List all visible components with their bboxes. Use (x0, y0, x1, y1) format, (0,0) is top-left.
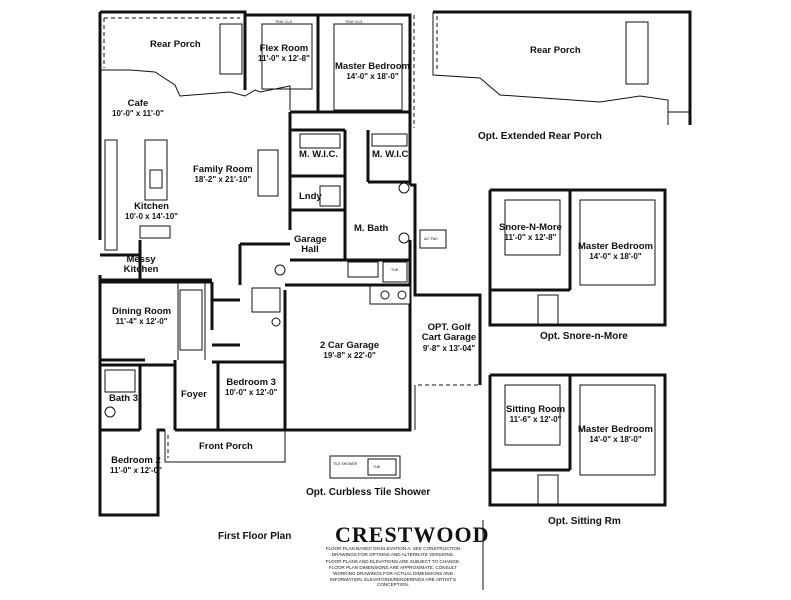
curbless-shower-caption: Opt. Curbless Tile Shower (306, 487, 431, 498)
opt-snore-n-more-drawing (488, 188, 667, 327)
extended-rear-porch-caption: Opt. Extended Rear Porch (478, 131, 602, 142)
disclaimer: Floor plan based on Elevation A. See con… (318, 546, 468, 590)
rear-porch-outline (100, 17, 291, 110)
disclaimer-line-2: Floor plans and elevations are subject t… (325, 559, 461, 588)
opt-sitting-rm-drawing (488, 373, 667, 507)
mwic-left-label: M. W.I.C. (299, 149, 339, 160)
rear-porch-label: Rear Porch (150, 39, 201, 50)
tile-shower-note: TILE SHOWER (333, 462, 358, 466)
fireplace (257, 149, 279, 197)
front-porch-outline (164, 430, 286, 463)
interior-walls (100, 15, 410, 432)
garage-hall-label: Garage Hall (294, 234, 327, 256)
laundry-label: Lndy (299, 191, 322, 202)
foyer-label: Foyer (181, 389, 207, 400)
front-porch-label: Front Porch (199, 441, 253, 452)
tray-ceiling-note: TRAY CLG. (345, 20, 364, 24)
bath3-label: Bath 3 (109, 393, 139, 404)
opt-rear-porch-label: Rear Porch (530, 45, 581, 56)
kitchen-fixtures (104, 139, 206, 360)
sitting-rm-caption: Opt. Sitting Rm (548, 516, 621, 527)
mwic-right-label: M. W.I.C. (372, 149, 412, 160)
m-bath-label: M. Bath (354, 223, 389, 234)
tray-ceiling-note-flex: TRAY CLG. (275, 20, 294, 24)
opt-extended-rear-porch-drawing (432, 10, 692, 125)
disclaimer-line-1: Floor plan based on Elevation A. See con… (325, 546, 461, 557)
messy-kitchen-label: Messy Kitchen (123, 254, 159, 276)
tub-note: TUB (391, 268, 398, 272)
ac-pad-note: A/C PAD (424, 237, 438, 241)
plan-title: CRESTWOOD (335, 522, 490, 547)
tub-note-2: TUB (373, 465, 380, 469)
floor-plan-label: First Floor Plan (218, 531, 292, 542)
bath-fixtures (104, 133, 411, 479)
golf-cart-garage-outline (414, 384, 480, 430)
master-bedroom-tray (261, 15, 415, 128)
snore-n-more-caption: Opt. Snore-n-More (540, 331, 628, 342)
ac-pad (419, 229, 447, 249)
